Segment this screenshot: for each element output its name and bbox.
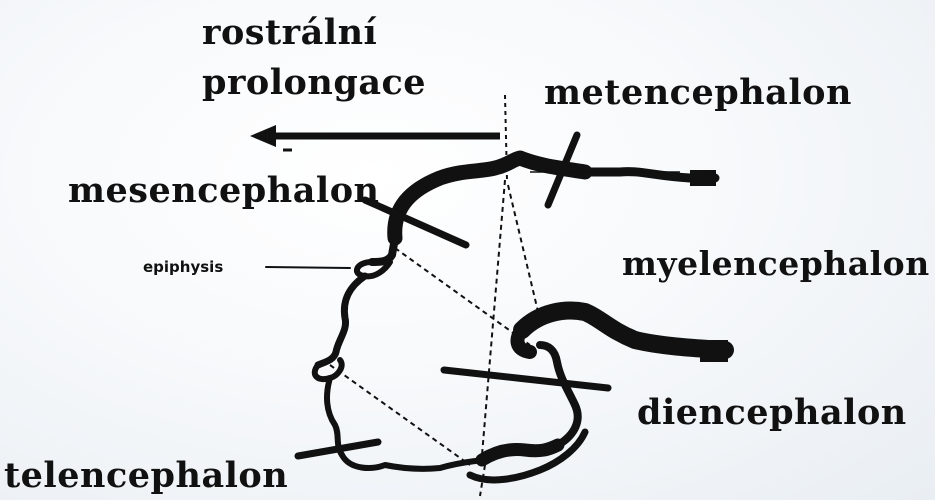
label-myelencephalon: myelencephalon bbox=[622, 244, 930, 283]
label-metencephalon: metencephalon bbox=[544, 72, 852, 113]
label-telencephalon: telencephalon bbox=[4, 455, 288, 496]
label-diencephalon: diencephalon bbox=[637, 392, 907, 433]
rostral-arrow bbox=[250, 125, 500, 150]
label-rostral-line2: prolongace bbox=[202, 62, 426, 103]
label-epiphysis: epiphysis bbox=[143, 258, 223, 276]
label-mesencephalon: mesencephalon bbox=[68, 170, 380, 211]
label-rostral-line1: rostrální bbox=[202, 12, 377, 53]
